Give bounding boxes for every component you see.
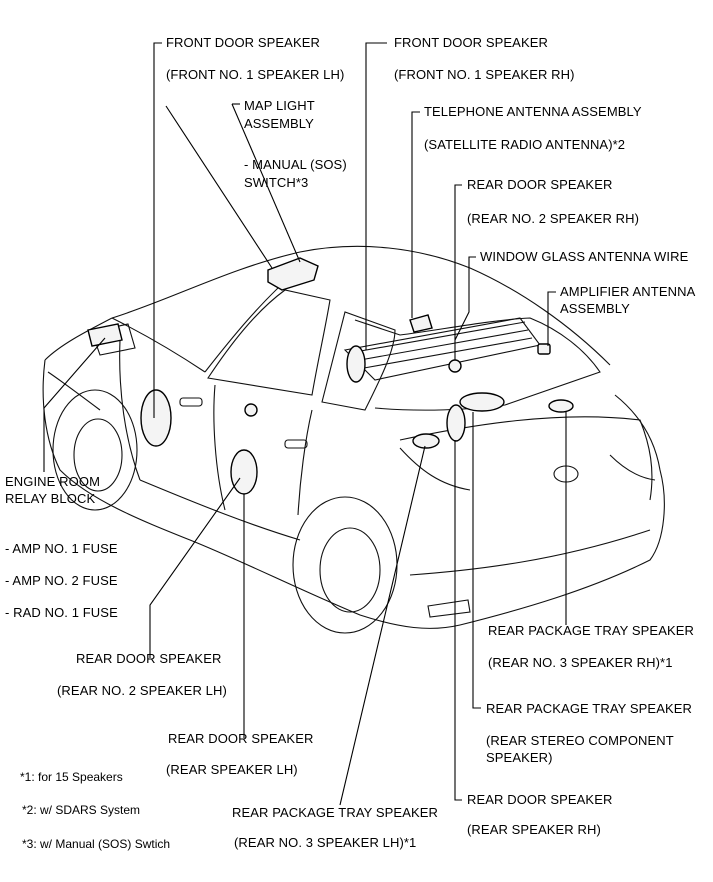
label-map-light-4: SWITCH*3	[244, 175, 309, 190]
label-map-light-3: - MANUAL (SOS)	[244, 157, 347, 172]
label-map-light-1: MAP LIGHT	[244, 98, 315, 113]
label-rad-fuse-1: - RAD NO. 1 FUSE	[5, 605, 118, 620]
leader-rear-pkg-stereo	[472, 412, 481, 709]
label-amplifier-antenna-1: AMPLIFIER ANTENNA	[560, 284, 696, 299]
label-telephone-antenna-sub: (SATELLITE RADIO ANTENNA)*2	[424, 137, 626, 152]
label-rear-door-rh2-sub: (REAR NO. 2 SPEAKER RH)	[467, 211, 640, 226]
footnote-3: *3: w/ Manual (SOS) Swtich	[22, 837, 171, 851]
label-rear-pkg-stereo-title: REAR PACKAGE TRAY SPEAKER	[486, 701, 692, 716]
tail-light-right	[609, 454, 656, 481]
label-rear-pkg-rh3-title: REAR PACKAGE TRAY SPEAKER	[488, 623, 694, 638]
amplifier-antenna	[537, 343, 551, 355]
front-fender	[47, 371, 101, 411]
side-window-rear	[321, 311, 396, 411]
front-door-handle	[179, 397, 203, 407]
front-door-line	[119, 339, 141, 481]
label-rear-door-lh-title: REAR DOOR SPEAKER	[168, 731, 314, 746]
leader-window-glass	[454, 256, 476, 341]
label-rear-pkg-lh3-sub: (REAR NO. 3 SPEAKER LH)*1	[234, 835, 417, 850]
rear-door-handle	[284, 439, 308, 449]
leader-telephone-antenna	[411, 111, 420, 318]
label-rear-door-rh-title: REAR DOOR SPEAKER	[467, 792, 613, 807]
leader-rear-door-lh2	[149, 477, 241, 658]
map-light-assembly	[267, 257, 319, 291]
sill-line	[139, 479, 301, 541]
label-amp-fuse-2: - AMP NO. 2 FUSE	[5, 573, 118, 588]
label-rear-door-rh2-title: REAR DOOR SPEAKER	[467, 177, 613, 192]
body-outline	[42, 359, 665, 629]
rear-door-line	[297, 409, 313, 516]
side-window-front	[207, 289, 331, 396]
label-front-door-lh-sub: (FRONT NO. 1 SPEAKER LH)	[166, 67, 345, 82]
hood-line	[44, 317, 113, 361]
leader-front-door-rh	[365, 42, 387, 350]
label-rear-door-lh2-title: REAR DOOR SPEAKER	[76, 651, 222, 666]
rear-pkg-stereo	[459, 392, 505, 412]
label-window-glass: WINDOW GLASS ANTENNA WIRE	[480, 249, 689, 264]
rear-door-speaker-rh	[446, 404, 466, 442]
leader-rear-door-rh	[454, 440, 462, 801]
label-front-door-rh-title: FRONT DOOR SPEAKER	[394, 35, 548, 50]
label-rear-pkg-lh3-title: REAR PACKAGE TRAY SPEAKER	[232, 805, 438, 820]
label-amplifier-antenna-2: ASSEMBLY	[560, 301, 630, 316]
tweeter-lh	[244, 403, 258, 417]
leader-rear-pkg-lh3	[339, 445, 426, 806]
label-rear-pkg-stereo-sub2: SPEAKER)	[486, 750, 553, 765]
leader-engine-room-b	[43, 337, 106, 409]
label-rear-pkg-rh3-sub: (REAR NO. 3 SPEAKER RH)*1	[488, 655, 673, 670]
rear-window	[354, 317, 601, 411]
rear-bumper	[409, 529, 651, 576]
rear-pkg-lh3	[412, 433, 440, 449]
roof-outline	[111, 245, 611, 366]
label-front-door-rh-sub: (FRONT NO. 1 SPEAKER RH)	[394, 67, 575, 82]
label-amp-fuse-1: - AMP NO. 1 FUSE	[5, 541, 118, 556]
label-telephone-antenna-title: TELEPHONE ANTENNA ASSEMBLY	[424, 104, 642, 119]
leader-map-light-b	[165, 105, 273, 269]
engine-room-relay	[87, 323, 123, 347]
footnote-1: *1: for 15 Speakers	[20, 770, 123, 784]
rear-wheel-hub	[319, 527, 381, 613]
leader-front-door-lh	[153, 42, 162, 418]
leader-amplifier-antenna	[547, 291, 556, 346]
label-rear-door-lh2-sub: (REAR NO. 2 SPEAKER LH)	[57, 683, 227, 698]
tail-light-left	[399, 447, 471, 491]
label-front-door-lh-title: FRONT DOOR SPEAKER	[166, 35, 320, 50]
label-map-light-2: ASSEMBLY	[244, 116, 314, 131]
b-pillar-line	[213, 384, 226, 511]
leader-rear-door-rh2	[454, 184, 462, 360]
label-engine-room-1: ENGINE ROOM	[5, 474, 100, 489]
front-door-speaker-lh	[140, 389, 172, 447]
front-door-speaker-rh	[346, 345, 366, 383]
antenna-mount	[409, 314, 433, 333]
label-rear-pkg-stereo-sub1: (REAR STEREO COMPONENT	[486, 733, 674, 748]
front-wheel-hub	[73, 418, 123, 492]
rear-pkg-rh3	[548, 399, 574, 413]
front-wheel	[52, 389, 138, 511]
label-rear-door-lh-sub: (REAR SPEAKER LH)	[166, 762, 298, 777]
label-engine-room-2: RELAY BLOCK	[5, 491, 96, 506]
leader-map-light-c	[231, 103, 301, 263]
footnote-2: *2: w/ SDARS System	[22, 803, 141, 817]
label-rear-door-rh-sub: (REAR SPEAKER RH)	[467, 822, 601, 837]
